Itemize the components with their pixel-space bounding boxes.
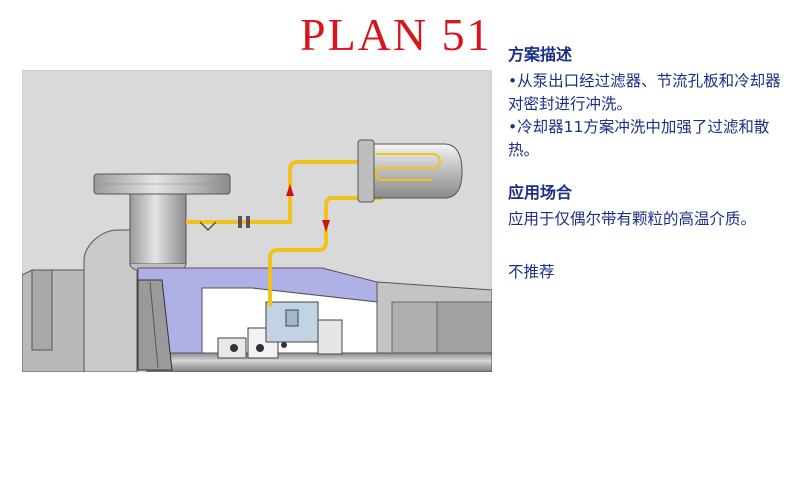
description-bullet-1: •从泵出口经过滤器、节流孔板和冷却器对密封进行冲洗。 (508, 72, 781, 113)
description-panel: 方案描述 •从泵出口经过滤器、节流孔板和冷却器对密封进行冲洗。 •冷却器11方案… (508, 44, 788, 284)
application-text: 应用于仅偶尔带有颗粒的高温介质。 (508, 210, 757, 228)
section-heading-application: 应用场合 (508, 183, 573, 202)
recommendation-text: 不推荐 (508, 263, 555, 281)
description-bullet-2: •冷却器11方案冲洗中加强了过滤和散热。 (508, 118, 770, 159)
page-title: PLAN 51 (300, 9, 492, 60)
section-heading-description: 方案描述 (508, 45, 573, 64)
plan51-diagram (21, 69, 493, 373)
